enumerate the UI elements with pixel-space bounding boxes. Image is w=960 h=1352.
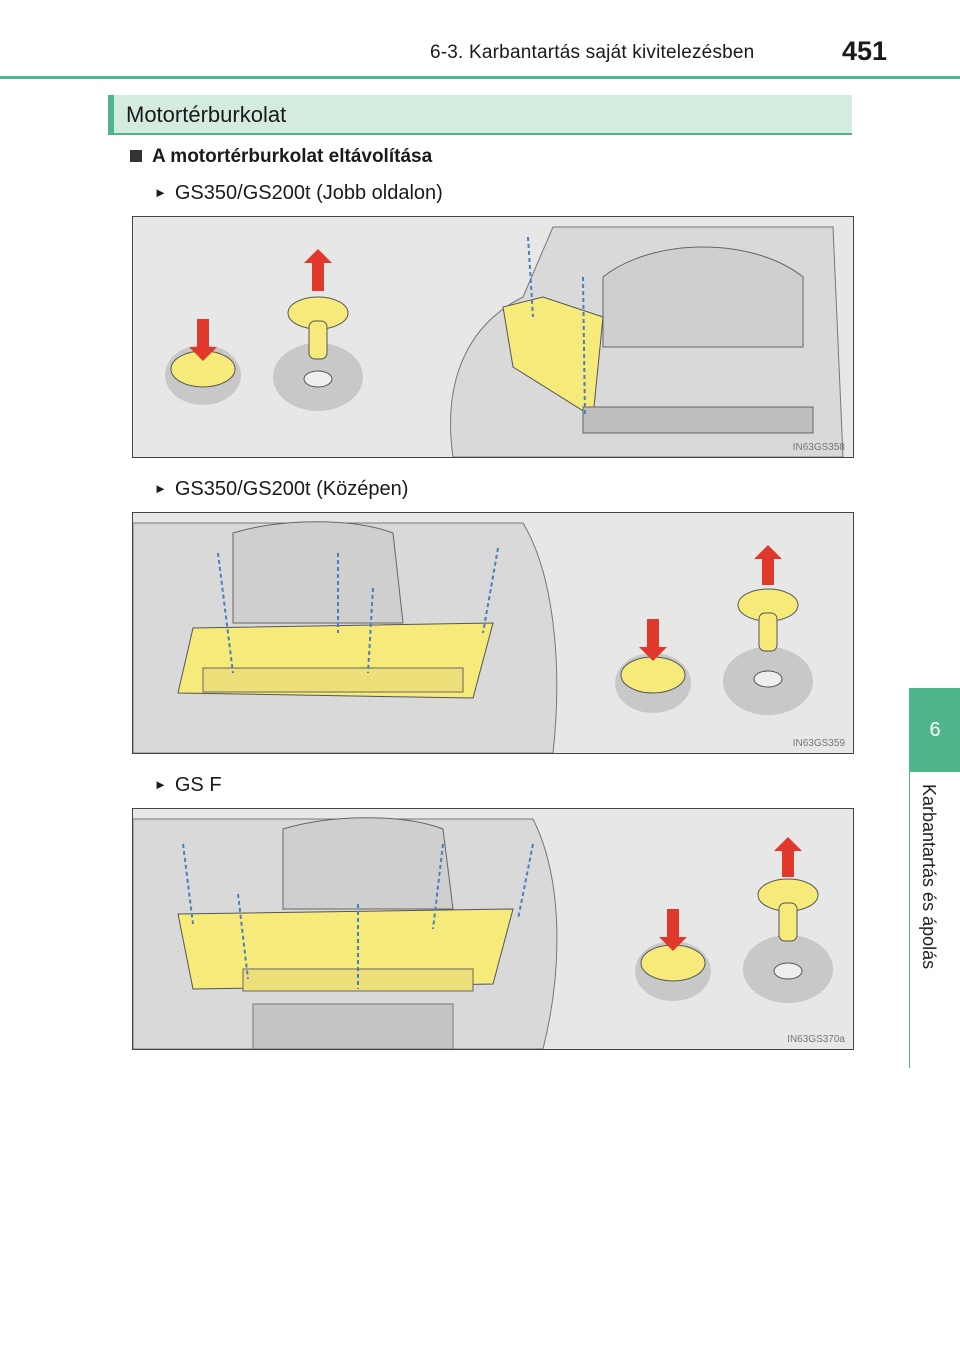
engine-illustration <box>133 817 833 1049</box>
bolt-guide-line <box>527 236 534 318</box>
bolt-guide-line <box>432 843 444 930</box>
arrow-up-icon <box>312 261 324 291</box>
engine-cover-side <box>502 296 604 418</box>
bolt-guide-line <box>217 552 234 674</box>
figure-code: IN63GS370a <box>787 1034 845 1045</box>
bolt-guide-line <box>367 587 374 674</box>
figure-engine-cover-center: IN63GS359 <box>132 512 854 754</box>
engine-illustration <box>133 521 813 753</box>
arrow-up-icon <box>782 849 794 877</box>
cowl-vents <box>242 968 474 992</box>
arrow-down-icon <box>197 319 209 349</box>
running-header: 6-3. Karbantartás saját kivitelezésben <box>430 42 755 63</box>
figure-engine-cover-gsf: IN63GS370a <box>132 808 854 1050</box>
page-number: 451 <box>842 36 888 66</box>
bolt-guide-line <box>582 276 586 418</box>
clip-pin <box>758 612 778 652</box>
arrow-down-head <box>639 647 667 661</box>
figure-caption-3: ► GS F <box>154 774 222 797</box>
figure-caption-text: GS350/GS200t (Jobb oldalon) <box>174 182 443 204</box>
chapter-label: Karbantartás és ápolás <box>919 784 939 970</box>
bolt-guide-line <box>482 547 499 634</box>
arrow-up-head <box>304 249 332 263</box>
arrow-down-icon <box>647 619 659 649</box>
arrow-down-icon <box>667 909 679 939</box>
chapter-tab: 6 <box>910 688 960 772</box>
side-tab-rule <box>909 688 910 1068</box>
figure-caption-text: GS350/GS200t (Középen) <box>174 478 409 500</box>
right-triangle-icon: ► <box>154 185 167 200</box>
figure-caption-text: GS F <box>174 774 222 796</box>
right-triangle-icon: ► <box>154 777 167 792</box>
section-title: Motortérburkolat <box>126 102 287 127</box>
section-bar-accent <box>108 95 114 135</box>
figure-code: IN63GS358 <box>792 442 845 453</box>
engine-illustration <box>165 226 844 457</box>
figure-caption-1: ► GS350/GS200t (Jobb oldalon) <box>154 182 443 205</box>
bolt-guide-line <box>237 893 249 980</box>
bolt-guide-line <box>517 843 534 920</box>
arrow-up-head <box>754 545 782 559</box>
engine-block <box>282 817 454 910</box>
figure-caption-2: ► GS350/GS200t (Középen) <box>154 478 408 501</box>
arrow-down-head <box>189 347 217 361</box>
arrow-up-icon <box>762 557 774 585</box>
clip-pin <box>778 902 798 942</box>
header-rule <box>0 76 960 79</box>
right-triangle-icon: ► <box>154 481 167 496</box>
subheading-text: A motortérburkolat eltávolítása <box>152 146 433 167</box>
figure-code: IN63GS359 <box>792 738 845 749</box>
cowl-vents <box>202 667 464 693</box>
arrow-up-head <box>774 837 802 851</box>
arrow-down-head <box>659 937 687 951</box>
clip-hole <box>753 670 783 688</box>
clip-installed-icon <box>620 656 686 694</box>
chapter-number: 6 <box>929 718 941 741</box>
engine-block <box>602 246 804 348</box>
clip-pin <box>308 320 328 360</box>
section-title-bar: Motortérburkolat <box>108 95 852 135</box>
clip-hole <box>303 370 333 388</box>
subheading: A motortérburkolat eltávolítása <box>130 146 432 168</box>
cowl-panel <box>582 406 814 434</box>
front-grille <box>252 1003 454 1049</box>
black-square-icon <box>130 150 142 162</box>
clip-hole <box>773 962 803 980</box>
engine-block <box>232 521 404 624</box>
figure-engine-cover-right: IN63GS358 <box>132 216 854 458</box>
